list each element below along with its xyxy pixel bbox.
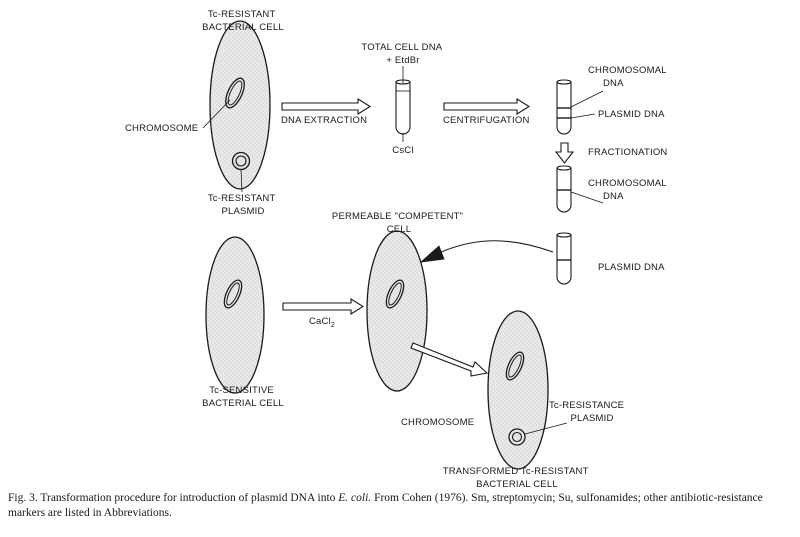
chromosome-label-top: CHROMOSOME — [125, 123, 198, 134]
dna-extraction-label: DNA EXTRACTION — [281, 115, 367, 126]
resistance-plasmid-label: Tc-RESISTANCE PLASMID — [549, 400, 627, 424]
transformed-bacterial-cell — [487, 310, 549, 470]
plasmid-dna-label-2: PLASMID DNA — [598, 262, 665, 273]
resistant-bacterial-cell — [209, 20, 271, 190]
chromosome-loop — [225, 77, 245, 109]
competent-cell — [366, 230, 428, 392]
chromosome-label-bottom: CHROMOSOME — [401, 417, 474, 428]
fractionation-arrow — [554, 142, 575, 164]
centrifugation-arrow — [443, 98, 531, 115]
centrifugation-label: CENTRIFUGATION — [443, 115, 530, 126]
sensitive-bacterial-cell — [205, 236, 265, 394]
chromosomal-fraction-tube — [556, 165, 572, 213]
competent-cell-label: PERMEABLE "COMPETENT" CELL — [332, 211, 466, 235]
resistant-cell-label: Tc-RESISTANT BACTERIAL CELL — [202, 9, 284, 33]
chromosomal-dna-label-2: CHROMOSOMAL DNA — [588, 178, 669, 202]
plasmid-fraction-tube — [556, 232, 572, 285]
plasmid-dna-label-1: PLASMID DNA — [598, 109, 665, 120]
total-dna-label: TOTAL CELL DNA + EtdBr — [361, 42, 444, 66]
fractionation-label: FRACTIONATION — [588, 147, 667, 158]
total-dna-tube — [395, 79, 411, 135]
cacl2-arrow — [282, 298, 365, 315]
chromosomal-leader-2 — [570, 191, 604, 204]
resistant-plasmid-label: Tc-RESISTANT PLASMID — [208, 193, 278, 217]
plasmid-leader — [240, 168, 243, 193]
plasmid-transfer-arrow — [419, 240, 554, 263]
resistance-plasmid-leader — [524, 422, 568, 435]
plasmid-leader-1 — [570, 113, 596, 119]
chromosomal-dna-label-1: CHROMOSOMAL DNA — [588, 65, 669, 89]
transformation-arrow — [410, 342, 489, 377]
chromosomal-leader-1 — [570, 90, 604, 108]
dna-extraction-arrow — [281, 98, 372, 115]
sensitive-cell-label: Tc-SENSITIVE BACTERIAL CELL — [202, 385, 284, 409]
chromosome-leader-top — [202, 99, 231, 129]
transformed-cell-label: TRANSFORMED Tc-RESISTANT BACTERIAL CELL — [443, 466, 592, 490]
cacl2-label: CaCl2 — [309, 316, 335, 329]
figure-caption: Fig. 3. Transformation procedure for int… — [8, 492, 763, 519]
cscl-label: CsCl — [392, 145, 413, 156]
centrifuged-tube — [556, 79, 572, 135]
